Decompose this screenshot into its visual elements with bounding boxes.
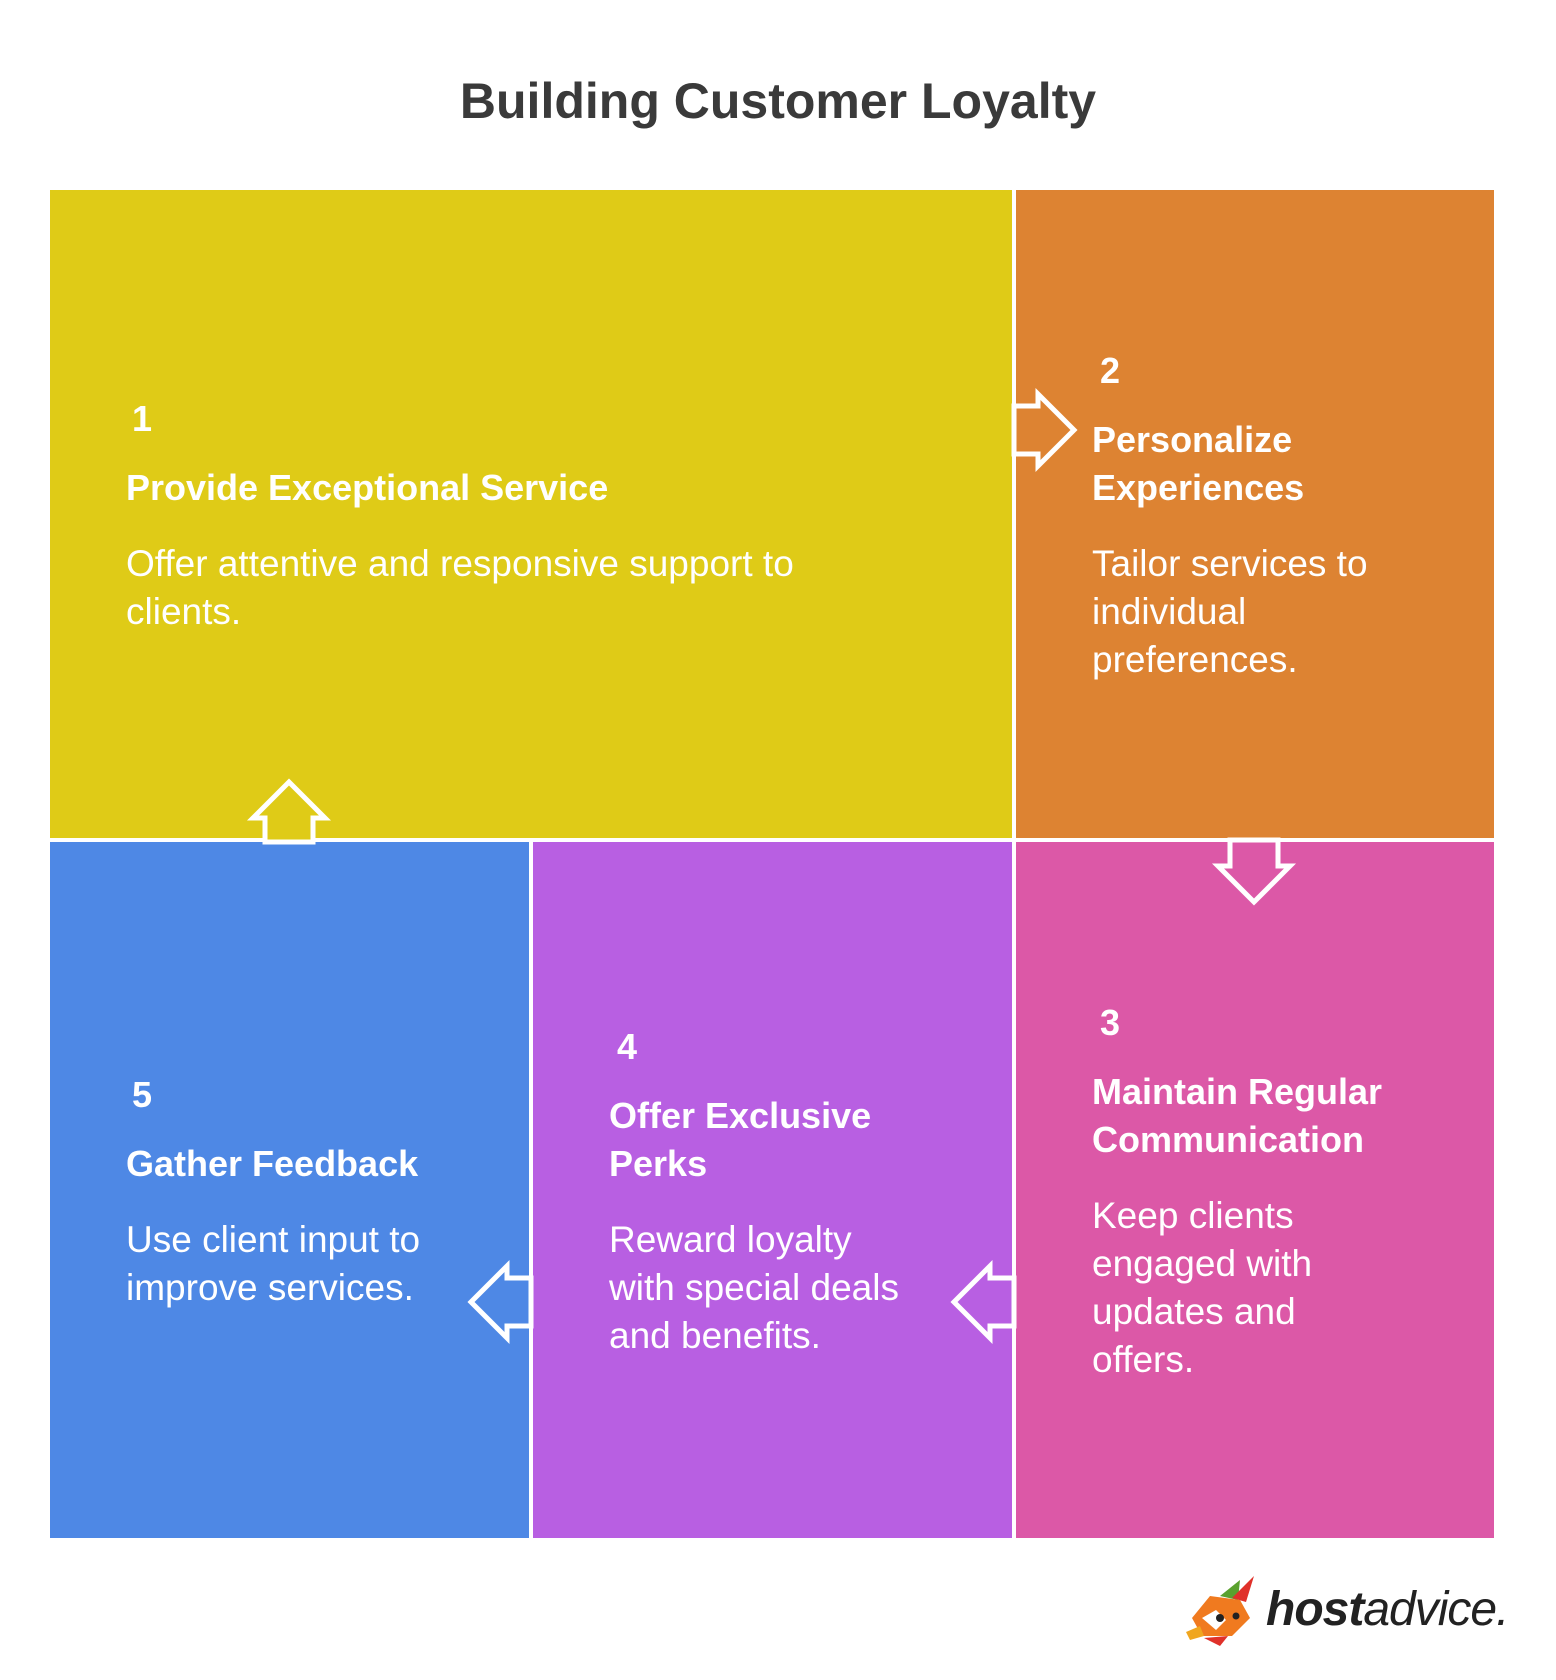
step-4-description-line: with special deals [609,1267,899,1308]
step-1-number: 1 [132,398,153,439]
step-2-card: 2 Personalize Experiences Tailor service… [1016,190,1494,838]
step-3-heading-line: Maintain Regular [1092,1071,1383,1112]
left-arrow-icon [467,1259,534,1345]
down-arrow-icon [1211,837,1297,906]
step-4-heading: Offer Exclusive Perks [609,1092,871,1188]
step-3-number: 3 [1100,1002,1121,1043]
step-3-heading-line: Communication [1092,1119,1365,1160]
step-1-description: Offer attentive and responsive support t… [126,540,794,636]
right-arrow-icon [1011,387,1078,473]
step-2-description: Tailor services to individual preference… [1092,540,1368,684]
step-3-description: Keep clients engaged with updates and of… [1092,1192,1312,1384]
step-3-card: 3 Maintain Regular Communication Keep cl… [1016,842,1494,1538]
step-5-heading: Gather Feedback [126,1140,418,1188]
fox-logo-icon [1186,1576,1254,1646]
step-2-number: 2 [1100,350,1121,391]
step-2-heading-line: Personalize [1092,419,1293,460]
step-2-description-line: Tailor services to [1092,543,1368,584]
diagram-title: Building Customer Loyalty [459,73,1097,129]
step-5-number: 5 [132,1074,153,1115]
brand-wordmark-bold: host [1266,1583,1364,1636]
step-3-description-line: offers. [1092,1339,1195,1380]
step-5-description: Use client input to improve services. [126,1216,420,1312]
step-4-description-line: Reward loyalty [609,1219,852,1260]
up-arrow-icon [246,778,332,845]
step-4-description-line: and benefits. [609,1315,821,1356]
step-5-heading-line: Gather Feedback [126,1143,419,1184]
step-1-heading-line: Provide Exceptional Service [126,467,609,508]
brand-wordmark: hostadvice. [1266,1582,1509,1637]
step-2-heading-line: Experiences [1092,467,1305,508]
step-1-description-line: Offer attentive and responsive support t… [126,543,794,584]
step-4-heading-line: Offer Exclusive [609,1095,872,1136]
step-1-card: 1 Provide Exceptional Service Offer atte… [50,190,1012,838]
step-4-number: 4 [617,1026,638,1067]
step-1-heading: Provide Exceptional Service [126,464,608,512]
left-arrow-icon [950,1259,1017,1345]
step-4-card: 4 Offer Exclusive Perks Reward loyalty w… [533,842,1012,1538]
step-5-description-line: improve services. [126,1267,414,1308]
step-2-description-line: individual [1092,591,1247,632]
step-3-description-line: engaged with [1092,1243,1313,1284]
step-5-card: 5 Gather Feedback Use client input to im… [50,842,529,1538]
step-2-heading: Personalize Experiences [1092,416,1304,512]
step-4-description: Reward loyalty with special deals and be… [609,1216,899,1360]
brand-wordmark-rest: advice. [1363,1583,1509,1636]
step-4-heading-line: Perks [609,1143,708,1184]
step-3-description-line: updates and [1092,1291,1296,1332]
step-3-description-line: Keep clients [1092,1195,1294,1236]
step-2-description-line: preferences. [1092,639,1298,680]
step-1-description-line: clients. [126,591,242,632]
step-3-heading: Maintain Regular Communication [1092,1068,1382,1164]
step-5-description-line: Use client input to [126,1219,421,1260]
